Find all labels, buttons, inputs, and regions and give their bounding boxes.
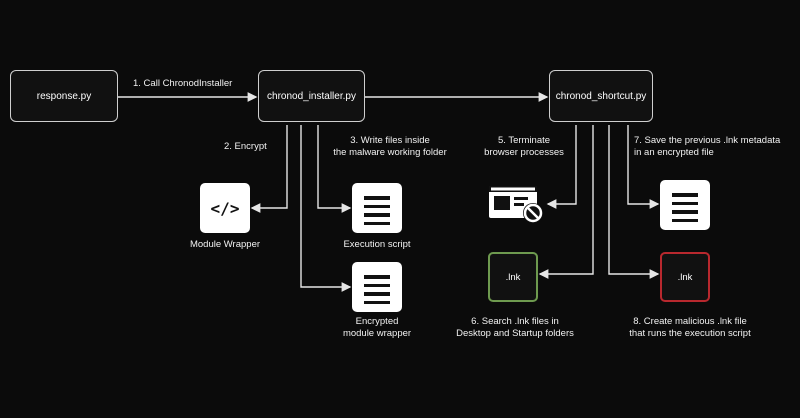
edge-encrypt xyxy=(250,125,288,213)
edge-label-create: 8. Create malicious .lnk file that runs … xyxy=(629,316,751,339)
module-wrapper-label: Module Wrapper xyxy=(189,239,261,250)
node-shortcut: chronod_shortcut.py xyxy=(549,70,653,122)
blocked-browser-icon xyxy=(489,186,543,223)
edge-label-save: 7. Save the previous .lnk metadata in an… xyxy=(634,135,781,158)
edge-label-call: 1. Call ChronodInstaller xyxy=(133,78,233,89)
edge-write-enc xyxy=(300,125,352,292)
edge-save xyxy=(627,125,660,209)
edge-label-search: 6. Search .lnk files in Desktop and Star… xyxy=(456,316,574,339)
edge-label-encrypt: 2. Encrypt xyxy=(224,141,267,152)
lnk-file-icon: .lnk xyxy=(660,252,710,302)
node-response: response.py xyxy=(10,70,118,122)
node-installer: chronod_installer.py xyxy=(258,70,365,122)
code-file-icon: </> xyxy=(200,183,250,233)
document-icon xyxy=(352,183,402,233)
document-icon xyxy=(352,262,402,312)
lnk-malicious-glyph: .lnk xyxy=(677,271,693,283)
document-icon xyxy=(660,180,710,230)
node-shortcut-label: chronod_shortcut.py xyxy=(555,90,647,102)
execution-script-label: Execution script xyxy=(343,239,411,250)
edge-write-exec xyxy=(317,125,352,213)
edge-search xyxy=(538,125,594,279)
edge-terminate xyxy=(546,125,577,209)
lnk-search-glyph: .lnk xyxy=(505,271,521,283)
edge-label-write: 3. Write files inside the malware workin… xyxy=(333,135,447,158)
node-response-label: response.py xyxy=(36,90,92,102)
code-glyph: </> xyxy=(210,198,240,218)
edge-label-terminate: 5. Terminate browser processes xyxy=(484,135,564,158)
edge-create xyxy=(608,125,660,279)
encrypted-wrapper-label: Encrypted module wrapper xyxy=(342,316,412,339)
lnk-file-icon: .lnk xyxy=(488,252,538,302)
node-installer-label: chronod_installer.py xyxy=(267,90,356,102)
